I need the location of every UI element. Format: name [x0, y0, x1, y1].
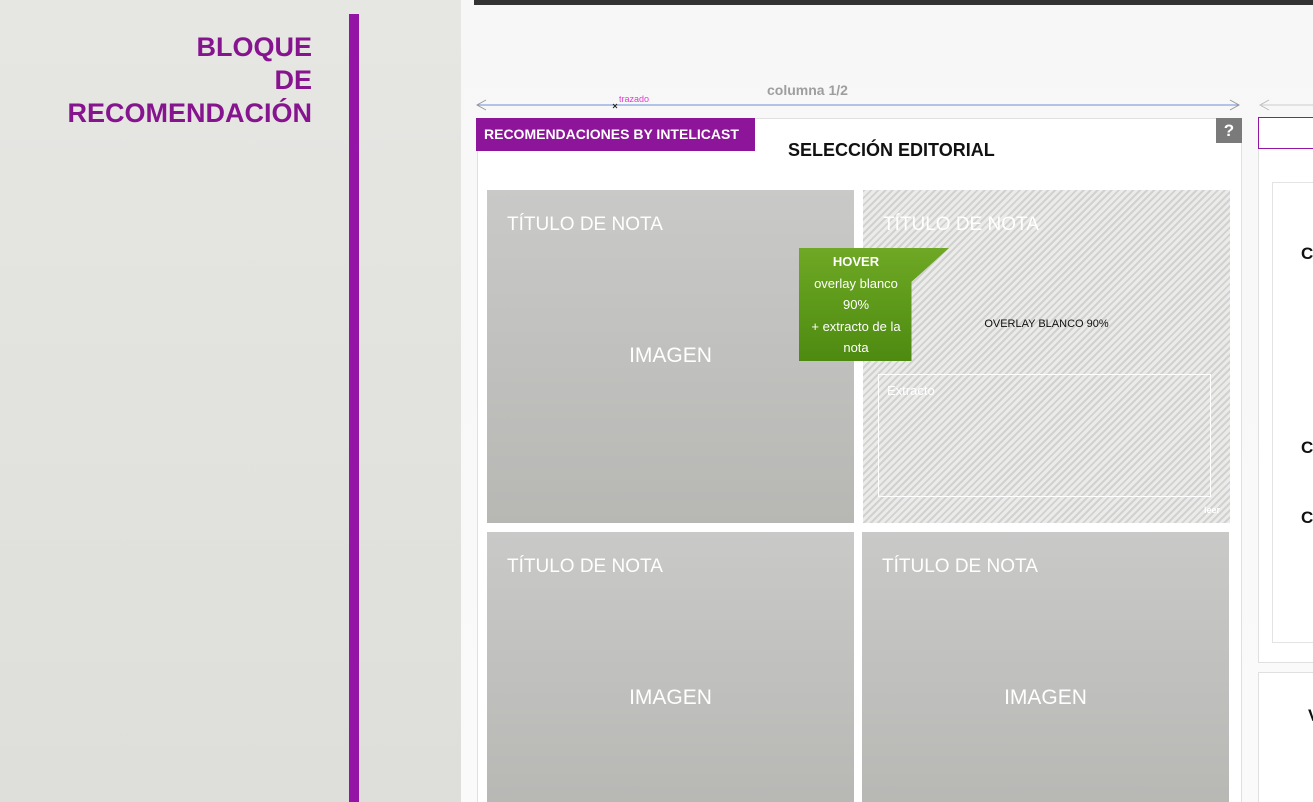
trazado-guide-label: trazado [619, 94, 650, 104]
annotation-text: HOVER overlay blanco 90% + extracto de l… [799, 251, 913, 359]
image-placeholder: IMAGEN [629, 344, 712, 367]
note-title: TÍTULO DE NOTA [882, 556, 1038, 577]
section-title-line-3: RECOMENDACIÓN [67, 98, 312, 128]
note-card[interactable]: TÍTULO DE NOTA IMAGEN [487, 190, 854, 523]
trazado-marker-icon [612, 103, 618, 109]
header-strip [474, 0, 1313, 5]
help-button[interactable]: ? [1216, 118, 1242, 143]
hover-annotation: HOVER overlay blanco 90% + extracto de l… [799, 248, 949, 361]
note-title: TÍTULO DE NOTA [883, 214, 1039, 235]
annotation-line: overlay blanco [814, 275, 898, 291]
section-title-line-2: DE [274, 65, 312, 95]
column-guide-label: columna 1/2 [767, 82, 848, 98]
column-width-guide [475, 99, 1313, 111]
note-card-hover[interactable]: TÍTULO DE NOTA OVERLAY BLANCO 90% Extrac… [863, 190, 1230, 523]
right-column-text: C [1301, 438, 1313, 457]
annotation-line: 90% [842, 297, 870, 312]
right-column-text: V [1308, 706, 1313, 726]
purple-divider-bar [349, 14, 359, 802]
image-placeholder: IMAGEN [1004, 686, 1087, 709]
section-title: BLOQUE DE RECOMENDACIÓN [12, 31, 312, 130]
read-link[interactable]: leer [1203, 505, 1220, 515]
annotation-line: nota [843, 340, 869, 355]
note-title: TÍTULO DE NOTA [507, 556, 663, 577]
right-column-tab[interactable] [1258, 117, 1313, 149]
left-panel: BLOQUE DE RECOMENDACIÓN [0, 0, 461, 802]
recommendations-tab[interactable]: RECOMENDACIONES BY INTELICAST [476, 118, 755, 151]
excerpt-box: Extracto [878, 374, 1211, 497]
right-column-text: C [1301, 508, 1313, 527]
image-placeholder: IMAGEN [629, 686, 712, 709]
annotation-header: HOVER [832, 254, 880, 269]
note-card[interactable]: TÍTULO DE NOTA IMAGEN [862, 532, 1229, 802]
excerpt-label: Extracto [887, 383, 935, 398]
note-title: TÍTULO DE NOTA [507, 214, 663, 235]
right-column-text: C [1301, 244, 1313, 263]
guide-arrow-right [1229, 99, 1241, 111]
note-card[interactable]: TÍTULO DE NOTA IMAGEN [487, 532, 854, 802]
module-heading: SELECCIÓN EDITORIAL [788, 140, 995, 160]
guide-arrow-left [475, 99, 487, 111]
right-column-inner [1272, 182, 1313, 643]
overlay-label: OVERLAY BLANCO 90% [984, 318, 1109, 330]
section-title-line-1: BLOQUE [196, 32, 312, 62]
right-column-module-2 [1258, 672, 1313, 802]
annotation-line: + extracto de la [811, 318, 901, 334]
